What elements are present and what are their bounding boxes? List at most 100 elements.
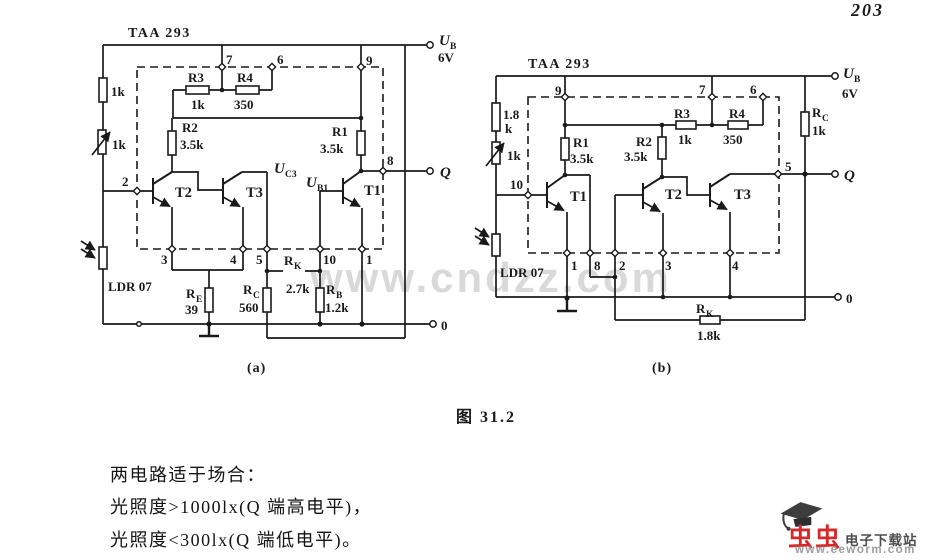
a-wires — [102, 44, 433, 339]
a-r1-body — [356, 130, 366, 156]
a-supply-voltage: 6V — [438, 50, 455, 65]
b-r2-body — [657, 136, 667, 160]
b-pin6-label: 6 — [750, 82, 757, 97]
page-number: 203 — [851, 0, 884, 20]
b-series-resistor-value-2: k — [505, 121, 513, 136]
a-ub1-sub: B1 — [317, 184, 328, 194]
a-supply-sub: B — [450, 42, 457, 52]
a-rb-value: 1.2k — [325, 300, 349, 315]
logo-site-name: 电子下载站 — [845, 533, 918, 548]
logo-brand-text: 虫虫 — [788, 525, 843, 552]
a-light-arrows — [80, 240, 96, 259]
b-pin9-label: 9 — [555, 83, 562, 98]
b-supply-label: U — [843, 66, 855, 82]
a-ic-label: TAA 293 — [128, 26, 191, 41]
b-r1-value: 3.5k — [570, 151, 594, 166]
a-rk-name: R — [284, 253, 294, 268]
a-r1-value: 3.5k — [320, 141, 344, 156]
b-r4-name: R4 — [729, 106, 745, 121]
a-pin3-label: 3 — [161, 252, 168, 267]
a-t1-label: T1 — [364, 183, 381, 199]
a-pin10-label: 10 — [323, 252, 336, 267]
b-supply-sub: B — [854, 75, 861, 85]
a-zero-terminal — [429, 320, 437, 328]
a-pin4-label: 4 — [230, 252, 237, 267]
b-terminals — [831, 72, 842, 301]
a-ldr-body — [98, 246, 108, 270]
a-q-terminal — [426, 167, 434, 175]
b-rc-sub: C — [822, 114, 829, 124]
circuit-a-labels: TAA 293 U B 6V Q 0 7 6 9 2 8 3 4 5 10 1 … — [108, 26, 457, 376]
b-junction-dots — [562, 122, 808, 301]
b-ic-dashed-box — [527, 96, 780, 254]
b-pin2-label: 2 — [619, 258, 626, 273]
a-pin8-label: 8 — [387, 153, 394, 168]
a-r2-value: 3.5k — [180, 137, 204, 152]
b-pin1-label: 1 — [571, 258, 578, 273]
b-pot-value: 1k — [507, 148, 522, 163]
a-t3-label: T3 — [246, 185, 263, 201]
b-r1-body — [560, 137, 570, 161]
b-r2-name: R2 — [636, 134, 652, 149]
a-transistor-bodies — [152, 170, 362, 204]
a-rc-name: R — [243, 282, 253, 297]
a-rk-sub: K — [294, 262, 302, 272]
b-rk-name: R — [696, 301, 706, 316]
body-line-2: 光照度>1000lx(Q 端高电平)， — [110, 497, 373, 517]
b-t1-label: T1 — [570, 189, 587, 205]
a-caption: (a) — [247, 361, 266, 376]
b-emitter-arrows — [546, 199, 728, 213]
b-series-resistor-value-1: 1.8 — [503, 107, 520, 122]
a-r4-value: 350 — [234, 97, 254, 112]
a-junction-dots — [206, 87, 365, 327]
a-emitter-arrows — [152, 196, 361, 208]
a-pin7-label: 7 — [226, 52, 233, 67]
b-pin7-label: 7 — [699, 82, 706, 97]
b-rc-body — [800, 111, 810, 137]
a-t2-label: T2 — [175, 185, 192, 201]
b-rc-value: 1k — [812, 123, 827, 138]
b-rk-body — [699, 315, 721, 325]
a-re-name: R — [186, 286, 196, 301]
a-rc-sub: C — [253, 291, 260, 301]
a-ldr-label: LDR 07 — [108, 279, 152, 294]
site-watermark-logo: 虫虫 电子下载站 www.eeworm.com — [779, 496, 928, 560]
circuit-b — [474, 72, 842, 325]
b-pot-arrow — [485, 142, 505, 167]
b-transistor-bodies — [546, 173, 731, 209]
a-series-resistor-body — [98, 77, 108, 103]
a-output-label: Q — [440, 165, 451, 181]
b-pin8-label: 8 — [594, 258, 601, 273]
a-rail-node — [135, 320, 143, 328]
a-r4-name: R4 — [237, 70, 253, 85]
graduation-cap-icon — [780, 502, 823, 531]
body-line-3: 光照度<300lx(Q 端低电平)。 — [110, 530, 362, 550]
b-pin4-label: 4 — [732, 258, 739, 273]
a-r3-body — [185, 85, 210, 95]
b-q-terminal — [831, 170, 839, 178]
a-pot-value: 1k — [112, 137, 127, 152]
b-r3-name: R3 — [674, 106, 690, 121]
a-rb-sub: B — [336, 291, 343, 301]
b-pin5-label: 5 — [785, 159, 792, 174]
b-r1-name: R1 — [573, 135, 589, 150]
b-ldr-label: LDR 07 — [500, 265, 544, 280]
circuit-b-labels: TAA 293 U B 6V Q 0 9 7 6 10 5 1 8 2 3 4 … — [500, 57, 861, 376]
b-pin3-label: 3 — [665, 258, 672, 273]
figure-caption: 图 31.2 — [456, 409, 517, 426]
a-supply-label: U — [439, 33, 451, 49]
b-r4-value: 350 — [723, 132, 743, 147]
b-t2-label: T2 — [665, 187, 682, 203]
a-ub1-label: U — [306, 175, 318, 191]
a-pot-arrow — [91, 131, 111, 156]
a-ic-dashed-box — [136, 66, 384, 250]
b-supply-voltage: 6V — [842, 86, 859, 101]
b-t3-label: T3 — [734, 187, 751, 203]
b-pin-nodes — [523, 92, 783, 258]
a-pin2-label: 2 — [122, 174, 129, 189]
b-rc-name: R — [812, 105, 822, 120]
b-light-arrows — [474, 227, 490, 246]
a-rc-body — [262, 287, 272, 313]
circuit-a — [80, 41, 437, 339]
